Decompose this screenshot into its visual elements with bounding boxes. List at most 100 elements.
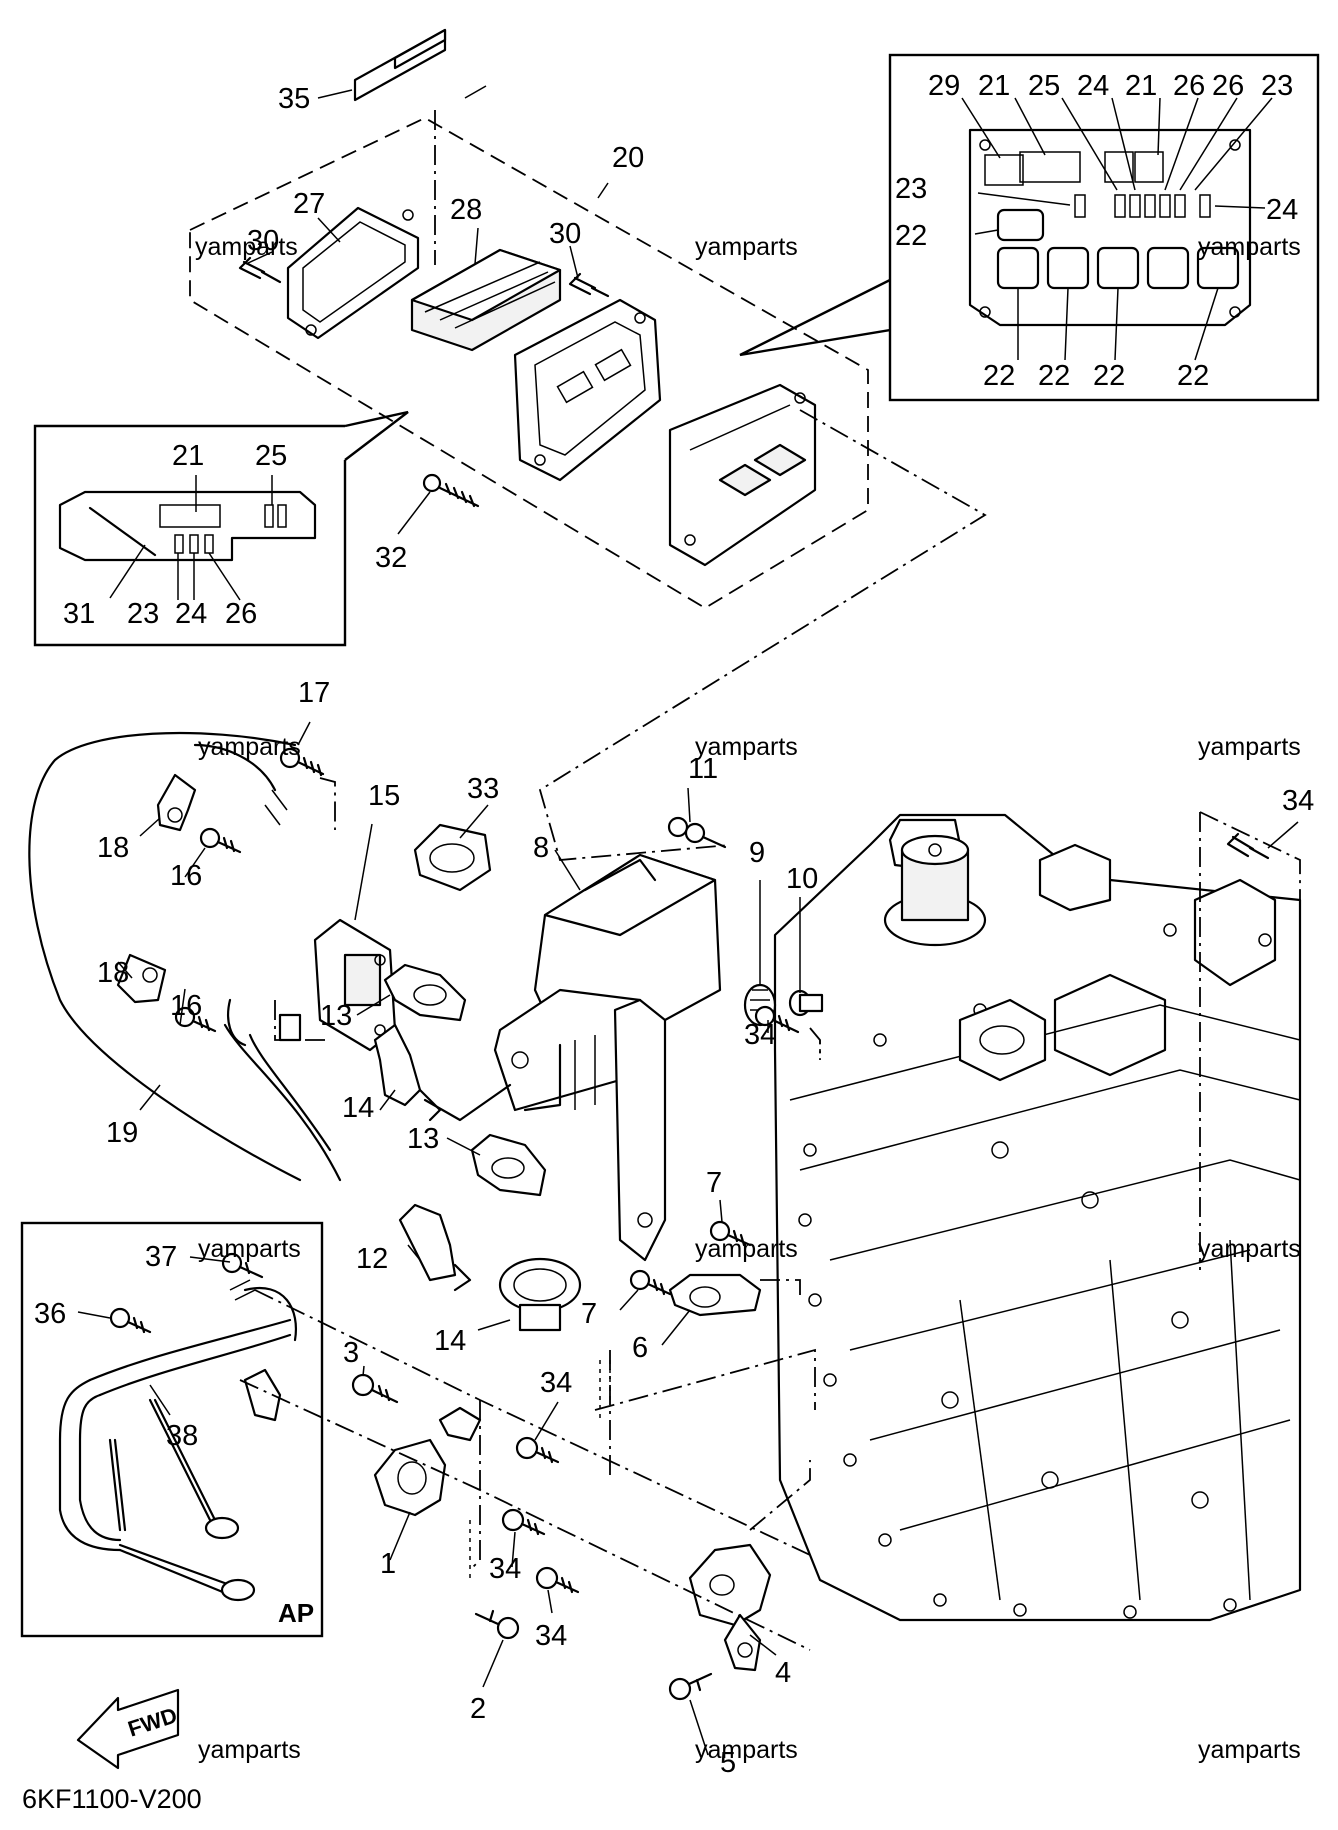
ecu-bracket [513, 298, 662, 482]
callout-28: 28 [450, 194, 482, 226]
inset1-callout-24: 24 [175, 598, 207, 630]
lower-alignment-lines [239, 1040, 821, 1651]
callout-37: 37 [145, 1241, 177, 1273]
callout-18-upper: 18 [97, 832, 129, 864]
callout-12: 12 [356, 1243, 388, 1275]
clamp-13-upper [383, 963, 467, 1022]
callout-6: 6 [632, 1332, 648, 1364]
watermark: yamparts [695, 1235, 798, 1263]
ap-label: AP [278, 1598, 314, 1628]
bolt-34-mid [754, 1005, 821, 1060]
sensor-1 [373, 1406, 482, 1517]
watermarks: yamparts yamparts yamparts yamparts yamp… [195, 233, 1301, 1764]
callout-36: 36 [34, 1298, 66, 1330]
watermark: yamparts [1198, 733, 1301, 761]
callout-10: 10 [786, 863, 818, 895]
grommet-33 [413, 823, 492, 892]
inset1-callout-23: 23 [127, 598, 159, 630]
terminal-18-lower [116, 953, 167, 1004]
watermark: yamparts [198, 733, 301, 761]
gasket-27 [286, 206, 420, 340]
inset2-callout-23a: 23 [1261, 70, 1293, 102]
clamp-12 [398, 1203, 472, 1292]
callout-15: 15 [368, 780, 400, 812]
sensor-6 [668, 1273, 801, 1317]
bolt-7-upper [709, 1220, 752, 1247]
screw-32 [422, 473, 480, 508]
bracket-8-leg [523, 1043, 562, 1112]
ecu-module-28 [410, 248, 562, 352]
inset2-callout-21b: 21 [1125, 70, 1157, 102]
callout-11: 11 [688, 753, 718, 785]
clamp-14-upper [373, 1023, 442, 1122]
callout-5: 5 [720, 1747, 736, 1779]
inset-junction-box-detail [739, 53, 1320, 402]
bracket-8 [493, 853, 722, 1262]
callout-19: 19 [106, 1117, 138, 1149]
clamp-13-lower [470, 1133, 547, 1197]
terminal-18-upper [156, 773, 197, 832]
inset2-callout-22d: 22 [1093, 360, 1125, 392]
bolt-34-lower-c [535, 1566, 580, 1594]
clamp-14-lower [498, 1257, 582, 1332]
bolt-11 [667, 816, 727, 849]
bolt-16-upper [199, 827, 242, 854]
callout-14-upper: 14 [342, 1092, 374, 1124]
callout-32: 32 [375, 542, 407, 574]
engine-block [773, 812, 1302, 1622]
diagram-code: 6KF1100-V200 [22, 1784, 202, 1814]
inset2-callout-25: 25 [1028, 70, 1060, 102]
bolt-34-lower-b [501, 1508, 546, 1536]
inset2-callout-21a: 21 [978, 70, 1010, 102]
inset2-callout-22b: 22 [983, 360, 1015, 392]
inset-ap-detail [20, 1221, 324, 1638]
fwd-arrow-icon: FWD [76, 1688, 180, 1770]
callout-7-lower: 7 [581, 1298, 597, 1330]
callout-4: 4 [775, 1657, 791, 1689]
callout-3: 3 [343, 1337, 359, 1369]
screw-30-right [568, 272, 610, 298]
bolt-34-lower-a [515, 1436, 560, 1464]
inset1-callout-21: 21 [172, 440, 204, 472]
callout-34-top-right: 34 [1282, 785, 1314, 817]
callout-18-lower: 18 [97, 957, 129, 989]
watermark: yamparts [1198, 1235, 1301, 1263]
callout-13-upper: 13 [320, 1000, 352, 1032]
watermark: yamparts [198, 1736, 301, 1764]
callout-16-lower: 16 [170, 990, 202, 1022]
inset2-callout-22e: 22 [1177, 360, 1209, 392]
inset1-callout-26: 26 [225, 598, 257, 630]
callout-2: 2 [470, 1693, 486, 1725]
inset1-callout-25: 25 [255, 440, 287, 472]
inset2-callout-26a: 26 [1173, 70, 1205, 102]
label-plate-35 [353, 28, 447, 102]
callout-34-lower-c: 34 [535, 1620, 567, 1652]
callout-27: 27 [293, 188, 325, 220]
bracket-link [423, 1083, 512, 1122]
inset2-callout-29: 29 [928, 70, 960, 102]
fuse-relay-box [668, 383, 817, 567]
callout-38: 38 [166, 1420, 198, 1452]
callout-20: 20 [612, 142, 644, 174]
wire-harness-19 [28, 731, 342, 1182]
bolt-34-top-right [1199, 811, 1301, 1350]
inset-fuse-box-detail [33, 410, 409, 647]
inset1-callout-31: 31 [63, 598, 95, 630]
collar-10 [788, 989, 824, 1017]
inset2-callout-23b: 23 [895, 173, 927, 205]
callout-14-lower: 14 [434, 1325, 466, 1357]
inset2-callout-22c: 22 [1038, 360, 1070, 392]
callout-30-right: 30 [549, 218, 581, 250]
callout-30-left: 30 [247, 225, 279, 257]
callout-35: 35 [278, 83, 310, 115]
screw-30-left [238, 256, 282, 284]
callout-17: 17 [298, 677, 330, 709]
assembly-link-line [538, 409, 987, 861]
inset2-callout-22a: 22 [895, 220, 927, 252]
inset2-callout-24a: 24 [1077, 70, 1109, 102]
callout-13-lower: 13 [407, 1123, 439, 1155]
bolt-3 [351, 1373, 399, 1404]
ecu-assembly-box [189, 110, 869, 610]
callout-8: 8 [533, 832, 549, 864]
